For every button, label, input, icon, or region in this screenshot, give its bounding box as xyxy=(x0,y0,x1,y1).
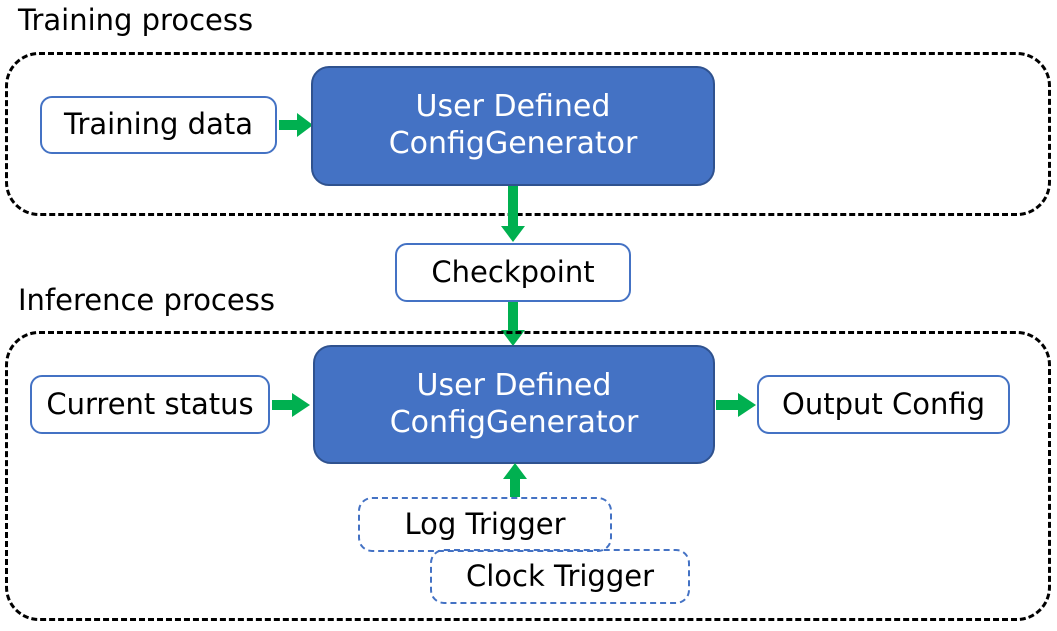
training-process-group xyxy=(5,52,1051,216)
node-current-status[interactable]: Current status xyxy=(30,375,270,434)
node-checkpoint[interactable]: Checkpoint xyxy=(395,243,631,302)
node-user-defined-configgenerator-inference[interactable]: User Defined ConfigGenerator xyxy=(313,345,715,464)
arrow-generator-training-to-checkpoint xyxy=(498,186,528,244)
node-generator-training-line2: ConfigGenerator xyxy=(388,126,638,161)
training-process-title: Training process xyxy=(18,3,254,37)
node-current-status-label: Current status xyxy=(46,386,254,421)
node-clock-trigger[interactable]: Clock Trigger xyxy=(430,549,690,604)
node-clock-trigger-label: Clock Trigger xyxy=(465,558,655,593)
node-output-config[interactable]: Output Config xyxy=(757,375,1010,434)
node-generator-inference-line2: ConfigGenerator xyxy=(389,404,639,440)
node-log-trigger-label: Log Trigger xyxy=(404,506,566,541)
node-generator-inference-line1: User Defined xyxy=(416,367,612,403)
node-log-trigger[interactable]: Log Trigger xyxy=(358,497,612,552)
node-training-data[interactable]: Training data xyxy=(40,96,277,154)
node-training-data-label: Training data xyxy=(64,107,253,142)
inference-process-group xyxy=(5,331,1051,621)
inference-process-title: Inference process xyxy=(18,283,275,317)
node-generator-training-line1: User Defined xyxy=(415,89,611,125)
node-user-defined-configgenerator-training[interactable]: User Defined ConfigGenerator xyxy=(311,66,715,186)
node-output-config-label: Output Config xyxy=(782,386,985,421)
arrow-log-trigger-to-generator xyxy=(500,463,530,501)
arrow-checkpoint-to-generator-inference xyxy=(498,302,528,348)
node-checkpoint-label: Checkpoint xyxy=(431,254,595,289)
arrow-current-status-to-generator xyxy=(272,391,312,419)
arrow-generator-to-output-config xyxy=(716,391,758,419)
arrow-training-data-to-generator xyxy=(279,111,315,139)
